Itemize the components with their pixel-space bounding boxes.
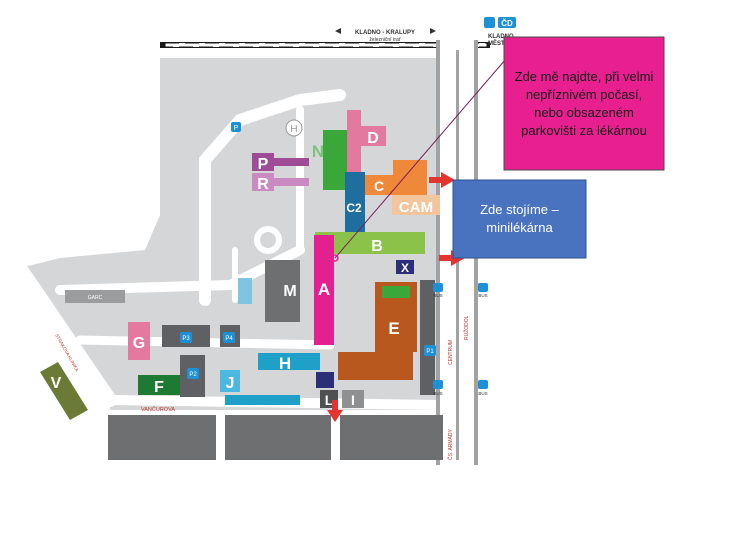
building-X-upper: X <box>396 260 414 275</box>
parking-signs: P P1 P2 P3 P4 <box>180 122 436 379</box>
svg-text:J: J <box>226 375 235 392</box>
building-A: A <box>314 235 334 345</box>
building-R: R <box>252 173 309 193</box>
block-bottom-left <box>108 415 216 460</box>
building-N: N <box>312 130 347 190</box>
parking-sign-P1: P1 <box>426 349 434 355</box>
block-bottom-mid <box>225 415 331 460</box>
building-I: I <box>342 390 364 408</box>
building-G: G <box>128 322 150 360</box>
blue-callout-box <box>452 179 587 259</box>
svg-text:C: C <box>374 178 384 194</box>
pharmacy-sign <box>382 286 410 298</box>
helipad-label: H <box>290 124 297 135</box>
street-ruzodol: RUŽODOL <box>462 315 470 340</box>
cd-logo-text: ČD <box>501 19 513 28</box>
blue-callout-text: Zde stojíme – minilékárna <box>480 202 559 235</box>
station-name: KLADNO <box>488 34 514 40</box>
parking-sign-P3: P3 <box>182 336 190 342</box>
callout-pointer <box>334 59 506 259</box>
svg-text:CAM: CAM <box>399 199 433 216</box>
railway-track <box>160 42 490 48</box>
svg-text:R: R <box>257 176 269 193</box>
street-cs-armady: ČS. ARMÁDY <box>447 428 454 460</box>
building-D-tower <box>347 110 361 172</box>
rail-arrow-left-icon <box>335 28 341 34</box>
svg-text:C2: C2 <box>346 201 362 215</box>
svg-text:F: F <box>154 379 164 396</box>
building-J: J <box>220 370 240 392</box>
rail-line-label: KLADNO - KRALUPY <box>355 30 415 36</box>
street-vancurova: VANČUROVA <box>141 406 175 413</box>
helipad-icon <box>285 119 303 137</box>
building-CAM: CAM <box>392 195 440 216</box>
svg-text:P: P <box>258 156 269 173</box>
parking-sign-P2: P2 <box>189 372 197 378</box>
garage-label: GARC <box>88 295 103 301</box>
building-F: F <box>138 375 180 396</box>
parking-sign-P: P <box>234 125 239 132</box>
building-H: H <box>258 353 320 373</box>
cd-logo-icon <box>498 17 516 28</box>
entrance-arrows <box>327 172 465 422</box>
cafe-icon <box>316 372 334 388</box>
svg-text:A: A <box>318 280 330 299</box>
pink-callout-text: Zde mě najdte, při velmi nepříznivém poč… <box>514 68 654 138</box>
building-C2: C2 <box>345 172 365 237</box>
svg-text:V: V <box>51 375 62 392</box>
svg-text:N: N <box>312 142 324 161</box>
block-bottom-right <box>340 415 443 460</box>
location-marker-icon <box>331 254 339 262</box>
road-edge-left <box>436 40 440 465</box>
bus-stop-label-1: BUS <box>433 293 442 298</box>
bus-stop-label-3: BUS <box>433 391 442 396</box>
building-D: D <box>360 126 386 147</box>
building-M: M <box>265 260 300 322</box>
garage-building <box>65 290 125 303</box>
svg-text:B: B <box>371 238 383 255</box>
station-sub: MĚSTO <box>488 39 510 47</box>
bus-stop-label-4: BUS <box>478 391 487 396</box>
svg-text:I: I <box>351 392 355 408</box>
svg-text:H: H <box>279 354 291 373</box>
roundabout <box>254 226 282 254</box>
bus-stop-label-2: BUS <box>478 293 487 298</box>
svg-text:M: M <box>283 283 296 300</box>
building-P: P <box>252 153 309 173</box>
svg-text:L: L <box>325 392 334 408</box>
pink-callout-box <box>503 36 665 171</box>
building-C-wing <box>393 160 427 200</box>
svg-text:D: D <box>367 130 379 147</box>
street-centrum: CENTRUM <box>448 340 454 365</box>
rail-line-sublabel: železniční trať <box>369 37 400 43</box>
svg-text:X: X <box>401 261 409 275</box>
building-V: V <box>40 362 88 420</box>
parking-sign-P4: P4 <box>225 336 233 342</box>
svg-text:E: E <box>388 319 399 338</box>
building-C: C <box>365 175 393 195</box>
bus-station-icon <box>484 17 495 28</box>
rail-arrow-right-icon <box>430 28 436 34</box>
bus-stops: BUS BUS BUS BUS <box>433 283 488 396</box>
svg-text:G: G <box>133 335 145 352</box>
